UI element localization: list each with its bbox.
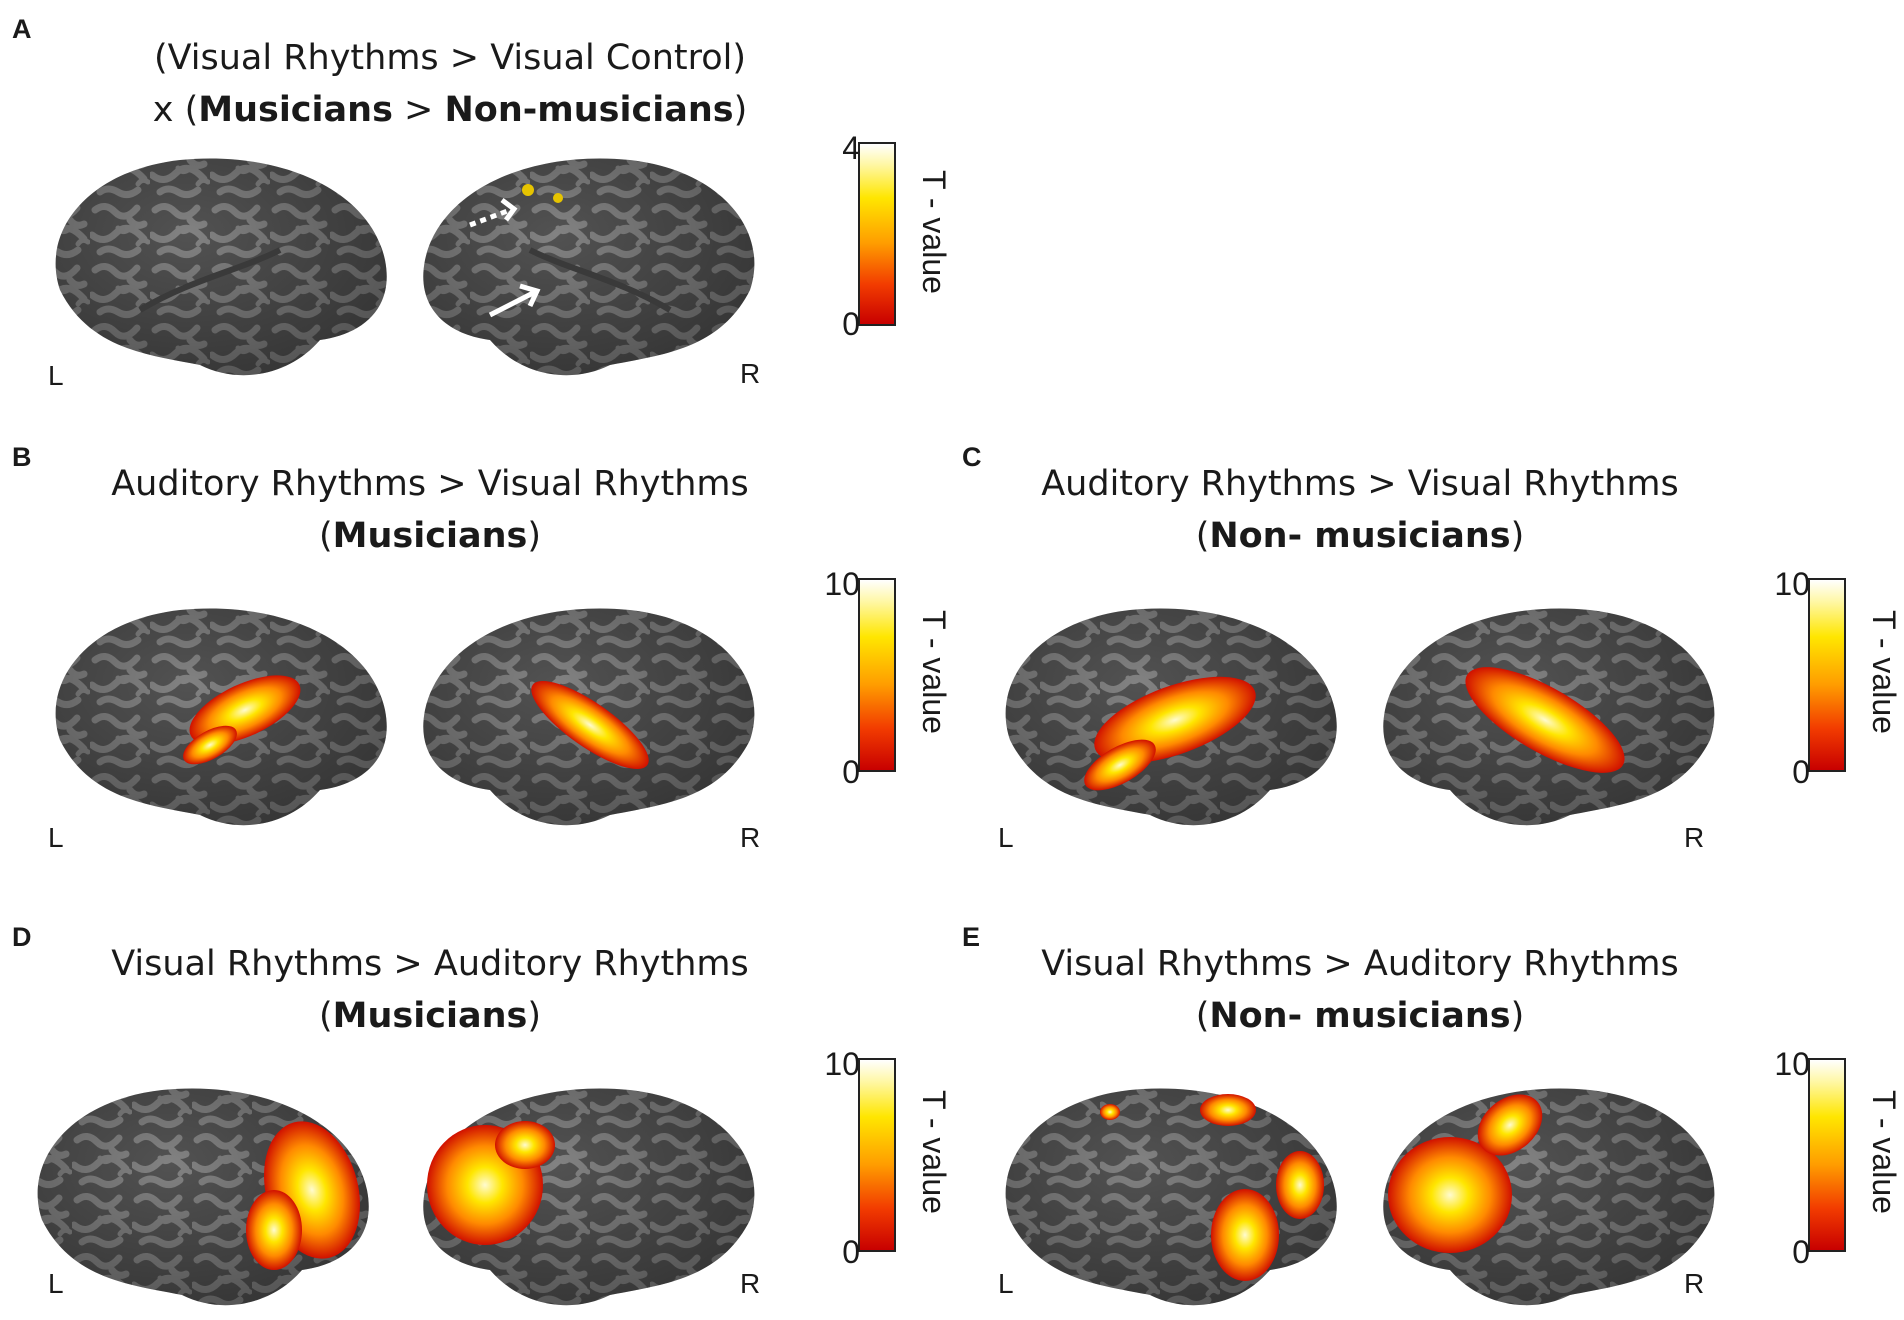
left-hemisphere-label-d: L (48, 1268, 64, 1299)
panel-e-title: Visual Rhythms > Auditory Rhythms (Non- … (1041, 944, 1679, 1036)
panel-a-title: (Visual Rhythms > Visual Control) x (Mus… (90, 32, 810, 136)
panel-a-title-line2: x (Musicians > Non-musicians) (152, 90, 748, 130)
panel-letter-c: C (962, 442, 982, 472)
panel-letter-b: B (12, 442, 32, 472)
right-hemisphere-label-a: R (740, 358, 761, 389)
panel-b-title: Auditory Rhythms > Visual Rhythms (Music… (111, 464, 749, 556)
brain-right-hemisphere-e (1383, 1088, 1715, 1306)
brain-right-hemisphere-d (423, 1088, 755, 1306)
panel-c-title: Auditory Rhythms > Visual Rhythms (Non- … (1041, 464, 1679, 556)
brain-right-hemisphere-a (423, 158, 755, 376)
right-hemisphere-label-d: R (740, 1268, 761, 1299)
left-hemisphere-label-a: L (48, 360, 64, 391)
dashed-arrow-icon (469, 207, 511, 228)
colorbar-min-a: 0 (842, 306, 860, 342)
left-hemisphere-label-c: L (998, 822, 1014, 853)
panel-letter-a: A (12, 14, 32, 44)
colorbar-label-a: T - value (916, 170, 952, 294)
right-hemisphere-label-c: R (1684, 822, 1705, 853)
colorbar-max-a: 4 (842, 130, 860, 166)
panel-letter-e: E (962, 922, 981, 952)
brain-right-hemisphere-c (1383, 608, 1715, 826)
right-hemisphere-label-b: R (740, 822, 761, 853)
left-hemisphere-label-b: L (48, 822, 64, 853)
left-hemisphere-label-e: L (998, 1268, 1014, 1299)
arrow-icon (488, 289, 537, 318)
panel-a-title-line1: (Visual Rhythms > Visual Control) (153, 38, 747, 78)
panel-d-title: Visual Rhythms > Auditory Rhythms (Music… (111, 944, 749, 1036)
brain-left-hemisphere-a (55, 158, 387, 376)
brain-left-hemisphere-d (37, 1088, 369, 1306)
brain-left-hemisphere-b (55, 608, 387, 826)
right-hemisphere-label-e: R (1684, 1268, 1705, 1299)
panel-letter-d: D (12, 922, 32, 952)
brain-left-hemisphere-c (1005, 608, 1337, 826)
brain-right-hemisphere-b (423, 608, 755, 826)
brain-left-hemisphere-e (1005, 1088, 1337, 1306)
